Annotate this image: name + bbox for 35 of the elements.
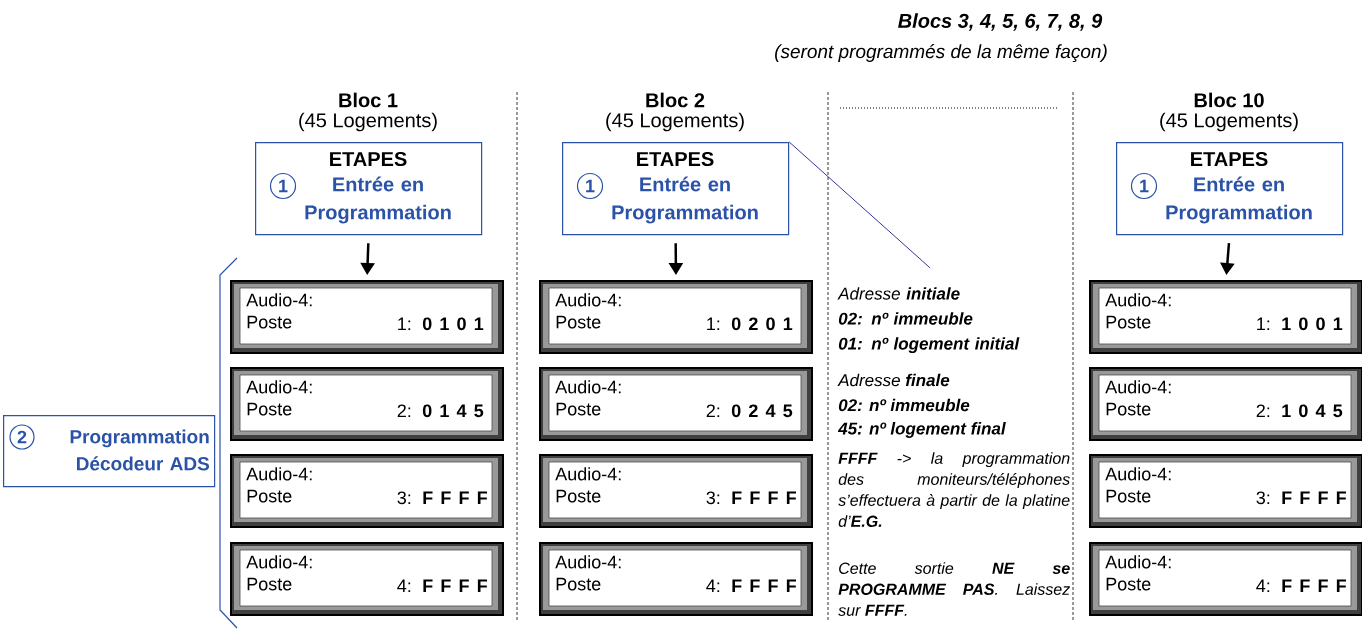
- apartment-count: (45 Logements): [606, 112, 744, 132]
- apartment-count: (45 Logements): [1160, 112, 1298, 132]
- lcd-display: Audio-4: Poste 3: F F F F: [230, 454, 504, 528]
- leader-line: [788, 141, 931, 269]
- block-title: Bloc 1: [339, 92, 398, 108]
- step-number: 1: [269, 172, 297, 200]
- lcd-display: Audio-4: Poste 1: 0 1 0 1: [230, 280, 504, 354]
- lcd-display: Audio-4: Poste 2: 0 2 4 5: [539, 367, 813, 441]
- step-box: ETAPES 1 Entrée en Programmation: [562, 142, 790, 236]
- note-text: Adresse initiale 02: nº immeuble 01: nº logement initial: [837, 287, 1020, 354]
- subheading: (seront programmés de la même façon): [775, 44, 1107, 62]
- note-text: FFFF -> la programmation des moniteurs/téléphones s’effectuera à partir de la platine d’E.G.: [838, 452, 1070, 527]
- lcd-display: Audio-4: Poste 2: 0 1 4 5: [230, 367, 504, 441]
- lcd-display: Audio-4: Poste 2: 1 0 4 5: [1089, 367, 1362, 441]
- step-box: ETAPES 1 Entrée en Programmation: [255, 142, 483, 236]
- heading: Blocs 3, 4, 5, 6, 7, 8, 9: [898, 13, 1103, 31]
- step-number: 2: [9, 424, 35, 450]
- lcd-display: Audio-4: Poste 4: F F F F: [230, 542, 504, 616]
- lcd-display: Audio-4: Poste 3: F F F F: [1089, 454, 1362, 528]
- apartment-count: (45 Logements): [299, 112, 437, 132]
- note-text: Cette sortie NE se PROGRAMME PAS. Laissez sur FFFF.: [838, 562, 1070, 616]
- step-number: 1: [1130, 172, 1158, 200]
- lcd-display: Audio-4: Poste 4: F F F F: [1089, 542, 1362, 616]
- step-box: 2 Programmation Décodeur ADS: [3, 415, 216, 488]
- lcd-display: Audio-4: Poste 3: F F F F: [539, 454, 813, 528]
- note-text: 45: nº logement final: [837, 422, 1006, 438]
- block-title: Bloc 2: [646, 92, 705, 108]
- step-box: ETAPES 1 Entrée en Programmation: [1116, 142, 1344, 236]
- step-number: 1: [576, 172, 604, 200]
- lcd-display: Audio-4: Poste 4: F F F F: [539, 542, 813, 616]
- lcd-display: Audio-4: Poste 1: 1 0 0 1: [1089, 280, 1362, 354]
- block-title: Bloc 10: [1194, 92, 1264, 108]
- note-text: Adresse finale: [837, 373, 950, 387]
- note-text: 02: nº immeuble: [838, 398, 970, 412]
- lcd-display: Audio-4: Poste 1: 0 2 0 1: [539, 280, 813, 354]
